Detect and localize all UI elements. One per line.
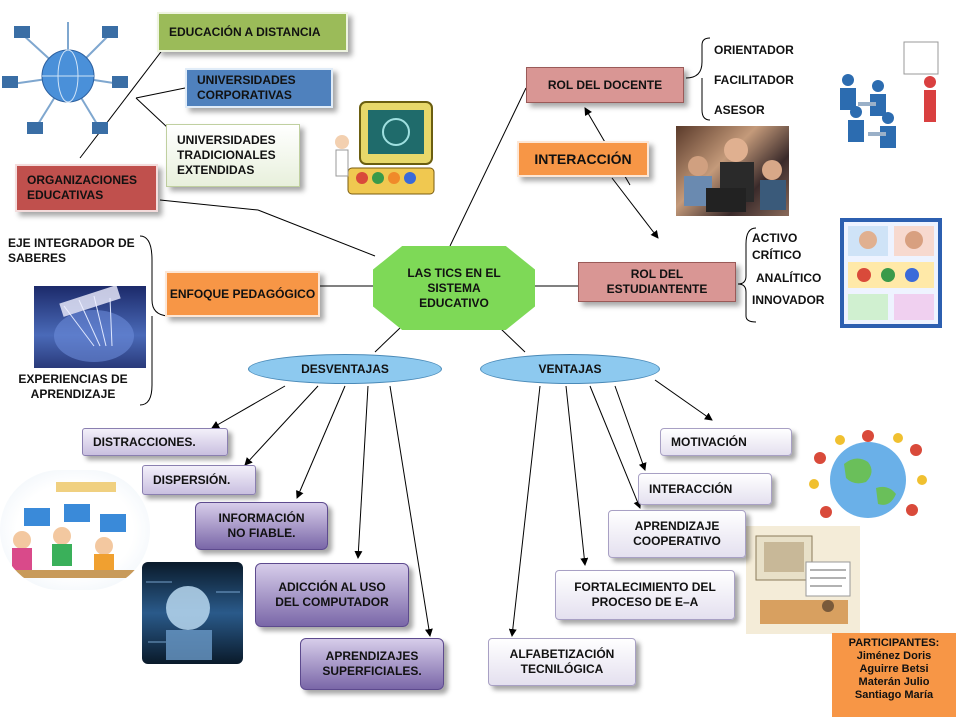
ventaja-alfabetizacion-label: ALFABETIZACIÓN TECNILÓGICA — [509, 647, 615, 676]
desventajas-ellipse: DESVENTAJAS — [248, 354, 442, 384]
brace-enfoque — [139, 235, 169, 406]
desventajas-title: DESVENTAJAS — [301, 361, 389, 376]
ventajas-title: VENTAJAS — [538, 361, 602, 376]
students-collage-image — [840, 218, 942, 328]
docente-role-orientador: ORIENTADOR — [714, 43, 794, 57]
world-children-globe-illustration — [806, 428, 930, 528]
box-interaccion-top: INTERACCIÓN — [517, 141, 649, 177]
desventaja-dispersion-label: DISPERSIÓN. — [153, 472, 231, 487]
line-to-educacion — [79, 39, 171, 159]
ventaja-motivacion: MOTIVACIÓN — [660, 428, 792, 456]
desventaja-informacion: INFORMACIÓN NO FIABLE. — [195, 502, 328, 550]
ventaja-motivacion-label: MOTIVACIÓN — [671, 434, 747, 449]
desventaja-aprendizajes-label: APRENDIZAJES SUPERFICIALES. — [322, 649, 422, 678]
universidades-corporativas-label: UNIVERSIDADES CORPORATIVAS — [197, 73, 296, 102]
brain-technology-image — [34, 286, 146, 368]
center-node: LAS TICS EN EL SISTEMA EDUCATIVO — [373, 246, 535, 330]
box-rol-estudiante: ROL DEL ESTUDIANTENTE — [578, 262, 736, 302]
ventajas-ellipse: VENTAJAS — [480, 354, 660, 384]
rol-estudiante-label: ROL DEL ESTUDIANTENTE — [606, 267, 708, 296]
estudiante-role-analitico: ANALÍTICO — [756, 271, 822, 285]
center-title: LAS TICS EN EL SISTEMA EDUCATIVO — [407, 265, 501, 310]
box-rol-docente: ROL DEL DOCENTE — [526, 67, 684, 103]
computer-class-illustration — [332, 94, 440, 212]
ventaja-fortalecimiento-label: FORTALECIMIENTO DEL PROCESO DE E–A — [574, 580, 716, 609]
ventaja-interaccion-label: INTERACCIÓN — [649, 481, 733, 496]
interaccion-top-label: INTERACCIÓN — [534, 150, 632, 167]
organizaciones-educativas-label: ORGANIZACIONES EDUCATIVAS — [27, 173, 138, 202]
participante-name: Santiago María — [854, 689, 934, 701]
desventaja-dispersion: DISPERSIÓN. — [142, 465, 256, 495]
network-globe-icon — [0, 14, 130, 142]
kids-computer-classroom-illustration — [0, 470, 150, 590]
desventaja-informacion-label: INFORMACIÓN NO FIABLE. — [218, 511, 305, 540]
line-to-tradicionales — [135, 97, 169, 129]
participante-name: Aguirre Betsi — [859, 663, 929, 675]
desventaja-distracciones-label: DISTRACCIONES. — [93, 434, 196, 449]
box-enfoque-pedagogico: ENFOQUE PEDAGÓGICO — [165, 271, 320, 317]
participantes-box: PARTICIPANTES: Jiménez Doris Aguirre Bet… — [832, 633, 956, 717]
teacher-students-photo — [676, 126, 789, 216]
estudiante-role-innovador: INNOVADOR — [752, 293, 825, 307]
experiencias-aprendizaje-text: EXPERIENCIAS DE APRENDIZAJE — [18, 372, 128, 401]
participante-name: Materán Julio — [858, 676, 930, 688]
enfoque-pedagogico-label: ENFOQUE PEDAGÓGICO — [169, 286, 316, 301]
rol-docente-label: ROL DEL DOCENTE — [547, 77, 663, 92]
box-educacion-distancia: EDUCACIÓN A DISTANCIA — [157, 12, 348, 52]
eje-integrador-text: EJE INTEGRADOR DE SABERES — [8, 236, 135, 265]
participante-name: Jiménez Doris — [856, 650, 932, 662]
box-universidades-corporativas: UNIVERSIDADES CORPORATIVAS — [185, 68, 333, 108]
participantes-title: PARTICIPANTES: — [848, 637, 940, 649]
line-center-to-organizaciones — [257, 209, 376, 257]
desventaja-adiccion: ADICCIÓN AL USO DEL COMPUTADOR — [255, 563, 409, 627]
ventaja-aprendizaje-cooperativo-label: APRENDIZAJE COOPERATIVO — [633, 519, 721, 548]
desventaja-aprendizajes: APRENDIZAJES SUPERFICIALES. — [300, 638, 444, 690]
boy-screen-photo — [142, 562, 243, 664]
desventaja-adiccion-label: ADICCIÓN AL USO DEL COMPUTADOR — [275, 580, 389, 609]
brace-docente — [685, 37, 711, 121]
desventaja-distracciones: DISTRACCIONES. — [82, 428, 228, 456]
ventaja-interaccion: INTERACCIÓN — [638, 473, 772, 505]
docente-role-facilitador: FACILITADOR — [714, 73, 794, 87]
box-organizaciones-educativas: ORGANIZACIONES EDUCATIVAS — [15, 164, 158, 212]
educacion-distancia-label: EDUCACIÓN A DISTANCIA — [169, 24, 321, 39]
ventaja-fortalecimiento: FORTALECIMIENTO DEL PROCESO DE E–A — [555, 570, 735, 620]
teacher-presentation-illustration — [826, 38, 948, 156]
brace-estudiante — [737, 227, 757, 323]
ventaja-aprendizaje-cooperativo: APRENDIZAJE COOPERATIVO — [608, 510, 746, 558]
box-universidades-tradicionales: UNIVERSIDADES TRADICIONALES EXTENDIDAS — [166, 124, 300, 187]
universidades-tradicionales-label: UNIVERSIDADES TRADICIONALES EXTENDIDAS — [177, 133, 276, 177]
docente-role-asesor: ASESOR — [714, 103, 765, 117]
line-to-corporativas — [135, 87, 186, 99]
arrow-to-estudiante — [611, 177, 659, 239]
estudiante-role-activo: ACTIVO — [752, 231, 798, 245]
line-center-to-docente — [449, 87, 527, 247]
ventaja-alfabetizacion: ALFABETIZACIÓN TECNILÓGICA — [488, 638, 636, 686]
estudiante-role-critico: CRÍTICO — [752, 248, 802, 262]
man-computer-collage-image — [746, 526, 860, 634]
